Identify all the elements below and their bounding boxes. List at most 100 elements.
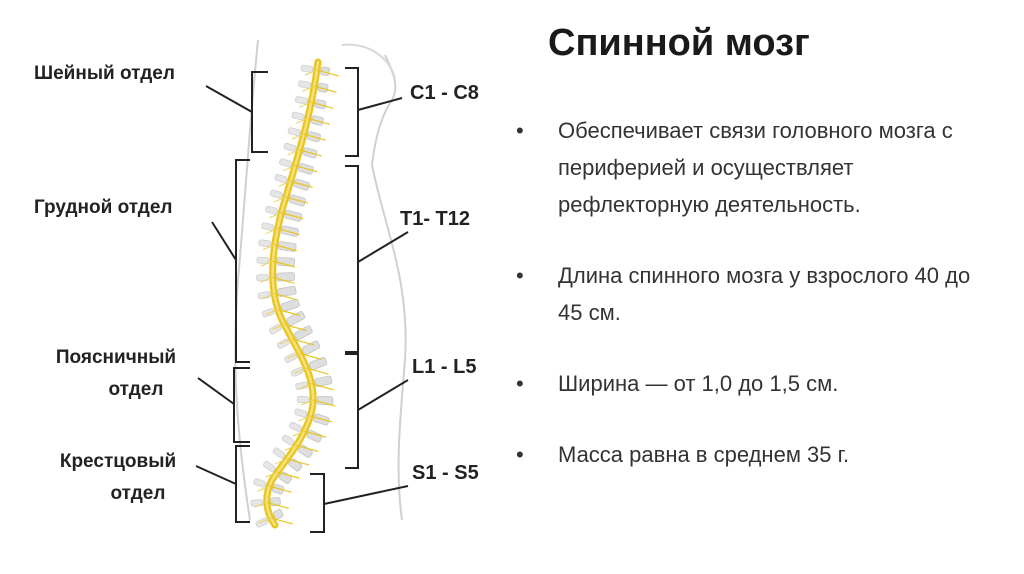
bullet-text: Ширина — от 1,0 до 1,5 см. [558, 371, 839, 396]
vertebra-process [256, 274, 270, 282]
vertebra [272, 508, 284, 520]
nerve-root [266, 501, 289, 509]
nerve-root [306, 367, 329, 375]
nerve-root [291, 338, 315, 346]
vertebra-process [261, 222, 275, 231]
nerve-root [269, 212, 282, 219]
bullet-item: • Обеспечивает связи головного мозга с п… [510, 112, 990, 223]
bullet-list: • Обеспечивает связи головного мозга с п… [510, 112, 990, 473]
nerve-root [314, 85, 337, 93]
vertebra [314, 375, 333, 387]
nerve-root [284, 323, 307, 332]
bullet-item: • Длина спинного мозга у взрослого 40 до… [510, 257, 990, 331]
bullet-item: • Ширина — от 1,0 до 1,5 см. [510, 365, 990, 402]
label-sacral-line1: Крестцовый [59, 451, 177, 472]
nerve-root [277, 228, 300, 236]
vertebra [306, 429, 323, 443]
vertebra-process [279, 158, 293, 168]
leader-t-segments [357, 231, 409, 263]
bracket-thoracic-left [235, 159, 250, 363]
vertebra-process [263, 460, 276, 472]
nerve-root [304, 430, 327, 438]
label-sacral: Крестцовый отдел [38, 446, 198, 510]
vertebra-process [281, 434, 295, 446]
spinal-cord-highlight [265, 60, 320, 527]
body-outline-back [370, 54, 407, 521]
vertebra-process [289, 421, 302, 432]
vertebra [286, 311, 306, 326]
vertebra-process [269, 189, 283, 199]
nerve-root [273, 293, 297, 301]
vertebra [280, 225, 299, 237]
nerve-root [270, 517, 293, 525]
bullet-item: • Масса равна в среднем 35 г. [510, 436, 990, 473]
nerve-root [254, 501, 267, 508]
vertebra-process [295, 381, 309, 390]
bullet-text: Масса равна в среднем 35 г. [558, 442, 850, 467]
page-title: Спинной мозг [548, 22, 810, 64]
nerve-root [257, 485, 270, 492]
nerve-root [302, 85, 315, 92]
nerve-root [265, 228, 278, 235]
nerve-root [277, 308, 301, 317]
nerve-root [292, 430, 305, 437]
vertebra [308, 356, 328, 371]
vertebral-column [250, 64, 334, 528]
label-sacral-line2: отдел [110, 483, 166, 504]
nerve-root [291, 133, 305, 140]
nerve-root [272, 260, 296, 268]
bracket-sacral-right [310, 473, 325, 533]
vertebra-process [250, 499, 264, 507]
segments-cervical: C1 - C8 [410, 82, 479, 104]
leader-sacral [195, 465, 237, 485]
bullet-dot-icon: • [516, 118, 524, 143]
nerve-root [262, 244, 275, 251]
nerve-root [316, 69, 340, 77]
vertebra [280, 298, 300, 312]
nerve-root [282, 165, 296, 172]
label-lumbar: Поясничный отдел [36, 342, 196, 406]
nerve-root [278, 180, 291, 187]
nerve-root [310, 415, 333, 423]
nerve-root [272, 276, 295, 284]
vertebra-process [295, 96, 309, 105]
nerve-root [296, 444, 319, 453]
nerve-root [273, 196, 287, 203]
vertebra-process [294, 408, 308, 418]
vertebra-process [261, 308, 275, 318]
nerve-root [284, 445, 297, 451]
label-lumbar-line1: Поясничный [55, 347, 177, 368]
label-lumbar-line2: отдел [108, 379, 164, 400]
neck-outline [341, 43, 396, 81]
nerve-root [294, 367, 307, 374]
segments-thoracic: T1- T12 [400, 208, 471, 230]
vertebra-process [284, 352, 298, 363]
bullet-text: Длина спинного мозга у взрослого 40 до 4… [558, 263, 971, 325]
nerve-root [279, 338, 293, 345]
segments-lumbar: L1 - L5 [412, 356, 477, 378]
leader-l-segments [357, 379, 409, 411]
bullet-text: Обеспечивает связи головного мозга с пер… [558, 118, 953, 217]
vertebra [276, 272, 295, 282]
vertebra-process [298, 80, 312, 89]
nerve-root [269, 485, 292, 493]
nerve-root [258, 517, 272, 524]
nerve-root [304, 69, 318, 76]
nerve-root [299, 101, 312, 108]
label-thoracic: Грудной отдел [34, 197, 173, 218]
nerve-root [287, 149, 300, 156]
vertebra-process [296, 395, 310, 404]
nerve-root [277, 471, 300, 479]
nerve-root [261, 293, 275, 300]
nerve-root [307, 117, 330, 125]
vertebra-process [258, 239, 272, 248]
nerve-root [287, 352, 300, 359]
spinal-nerves [254, 69, 340, 525]
vertebra-process [300, 64, 314, 73]
vertebra-process [255, 517, 269, 528]
nerve-root [300, 399, 314, 406]
nerve-root [295, 165, 318, 173]
vertebra-process [272, 447, 286, 459]
nerve-root [274, 458, 288, 465]
nerve-root [290, 180, 313, 188]
